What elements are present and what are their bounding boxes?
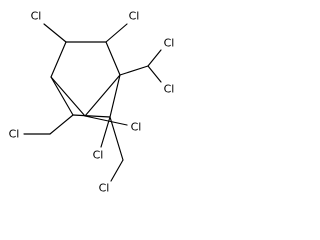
bond-c1-c7 [50,76,86,117]
bond-ch2-cl-bottom [110,159,124,182]
bond-chcl2-cl-upper [147,49,162,67]
bond-c4-c5 [109,74,121,118]
atom-label-cl-chloromethyl-left: Cl [9,128,20,141]
bond-c6-c5 [72,114,111,118]
chemical-structure-diagram: Cl Cl Cl Cl Cl Cl Cl Cl [9,10,175,195]
bond-c2-c1 [50,41,67,78]
bond-c4-c7 [84,74,121,117]
bond-c1-c6 [50,76,74,116]
atom-label-cl-bridge: Cl [131,121,142,134]
atom-label-cl-lower-center: Cl [93,149,104,162]
atom-label-cl-dichloromethyl-upper: Cl [164,37,175,50]
atom-label-cl-dichloromethyl-lower: Cl [164,83,175,96]
bond-c5-ch2 [109,116,124,161]
bond-c3-cl [105,23,128,43]
atom-label-cl-top-right: Cl [129,10,140,23]
bond-lines [23,23,162,182]
bond-c3-c4 [105,41,121,76]
atom-label-cl-top-left: Cl [31,10,42,23]
atom-labels: Cl Cl Cl Cl Cl Cl Cl Cl [9,10,175,195]
bond-c7-cl [84,115,128,126]
atom-label-cl-chloromethyl-bottom: Cl [99,182,110,195]
bond-chcl2-cl-lower [147,65,162,83]
bond-c4-chcl2 [119,65,149,76]
bond-c5-cl [100,116,111,148]
bond-c2-cl [43,23,67,43]
bond-c6-ch2 [49,114,74,135]
